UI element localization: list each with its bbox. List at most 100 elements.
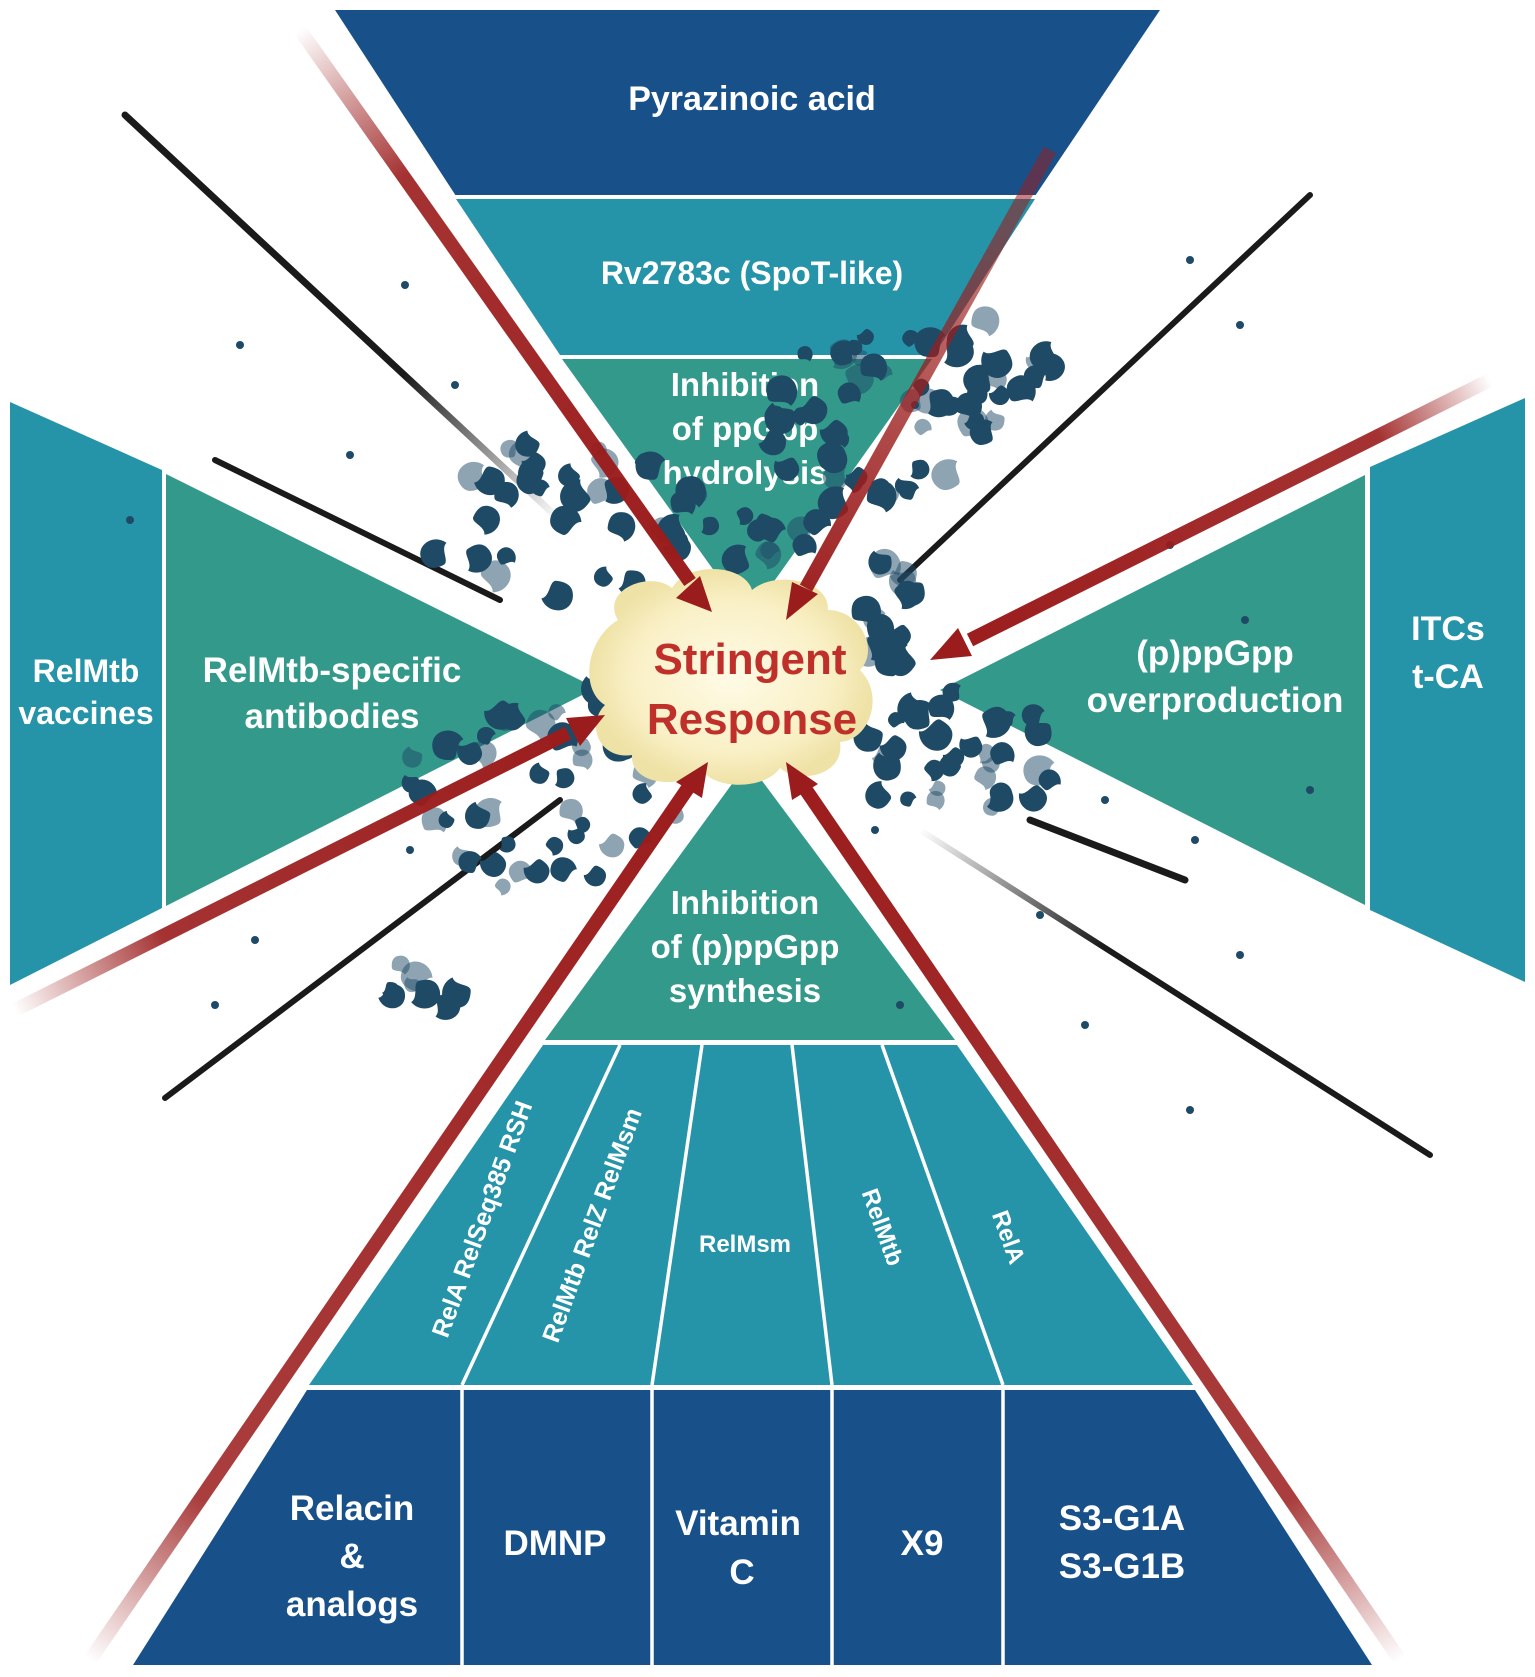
particle — [803, 509, 831, 536]
particle — [792, 533, 817, 557]
particle — [607, 512, 636, 542]
particle — [587, 478, 616, 504]
left-inner-triangle — [166, 474, 596, 906]
particle-dot — [401, 281, 409, 289]
particle — [474, 466, 505, 496]
center-label-1: Stringent — [653, 635, 846, 684]
particle — [867, 631, 895, 662]
particle — [764, 405, 788, 427]
particle — [452, 846, 471, 866]
particle — [559, 799, 583, 824]
arrow-shaft — [799, 146, 1057, 592]
particle-dot — [1186, 256, 1194, 264]
arrowhead — [930, 628, 972, 660]
particle — [868, 550, 892, 575]
particle — [914, 418, 932, 436]
particle — [797, 346, 813, 362]
particle-dot — [896, 1001, 904, 1009]
particle — [981, 349, 1013, 378]
center-burst: Stringent Response — [589, 569, 873, 785]
particle — [402, 746, 423, 768]
particle — [871, 745, 895, 767]
particle — [558, 463, 580, 487]
top-inner-label-1: Inhibition — [671, 366, 819, 403]
arrow-shaft — [84, 784, 694, 1664]
arrow-shaft — [800, 786, 1406, 1664]
inhibitor-label-1c: analogs — [286, 1585, 418, 1624]
right-outer-label-1: ITCs — [1411, 610, 1485, 648]
particle — [632, 783, 652, 804]
particle — [898, 480, 920, 500]
arrowhead — [566, 715, 605, 746]
particle — [747, 518, 769, 542]
particle — [860, 353, 888, 381]
ray — [917, 827, 1433, 1158]
particle — [959, 736, 983, 758]
particle — [830, 340, 854, 366]
particle — [928, 694, 955, 721]
particle — [560, 479, 591, 512]
particle — [721, 544, 750, 575]
particle — [766, 375, 798, 406]
particle — [516, 466, 543, 495]
inhibitor-label-2: DMNP — [503, 1524, 606, 1563]
particle — [550, 857, 577, 882]
particle-dot — [346, 451, 354, 459]
particle — [583, 865, 606, 887]
divider — [650, 1044, 704, 1386]
particle — [499, 836, 516, 853]
particle — [701, 516, 720, 536]
particle — [640, 457, 660, 476]
particle — [900, 791, 917, 807]
right-inner-label-1: (p)ppGpp — [1136, 634, 1293, 673]
particle — [598, 833, 625, 858]
particle — [894, 580, 921, 609]
particle — [823, 464, 847, 490]
arrow-shaft — [966, 373, 1494, 647]
particle — [1024, 719, 1052, 747]
particle — [817, 486, 848, 520]
particle — [819, 419, 848, 447]
particle — [897, 692, 927, 724]
inhibitor-label-5a: S3-G1A — [1059, 1499, 1185, 1538]
divider — [790, 1044, 834, 1386]
inhibitor-label-5b: S3-G1B — [1059, 1547, 1185, 1586]
top-outer-band — [335, 10, 1160, 196]
particle — [1019, 785, 1047, 812]
particle-dot — [406, 846, 414, 854]
particle — [555, 768, 575, 789]
particle-cloud — [126, 256, 1314, 1114]
bottom-inhibitor-band — [133, 1390, 1372, 1665]
particle — [494, 878, 511, 896]
particle — [983, 797, 1000, 816]
particle — [877, 480, 900, 505]
bottom-inner-label-1: Inhibition — [671, 884, 819, 921]
ray — [121, 111, 564, 524]
particle — [541, 580, 573, 611]
particle — [437, 738, 456, 756]
left-funnel: RelMtb vaccines RelMtb-specific antibodi… — [10, 402, 596, 985]
right-funnel: ITCs t-CA (p)ppGpp overproduction — [940, 398, 1525, 982]
particle — [466, 544, 493, 573]
bottom-inner-label-2: of (p)ppGpp — [651, 928, 840, 965]
inhibitor-label-4: X9 — [901, 1524, 944, 1563]
particle-dot — [1101, 796, 1109, 804]
particle — [926, 791, 945, 811]
particle — [1038, 769, 1061, 791]
particle — [545, 836, 564, 856]
left-outer-band — [10, 402, 162, 985]
arrow-shaft — [294, 25, 696, 587]
particle-dot — [251, 936, 259, 944]
burst-cloud — [589, 569, 873, 785]
particle — [473, 505, 500, 535]
particle — [1022, 704, 1045, 726]
left-outer-label-1: RelMtb — [33, 653, 140, 689]
right-inner-triangle — [940, 475, 1365, 905]
right-outer-label-2: t-CA — [1412, 658, 1484, 696]
particle — [902, 329, 921, 347]
particle — [792, 407, 813, 426]
particle — [982, 706, 1011, 738]
particle-dot — [211, 1001, 219, 1009]
ray — [897, 192, 1313, 583]
